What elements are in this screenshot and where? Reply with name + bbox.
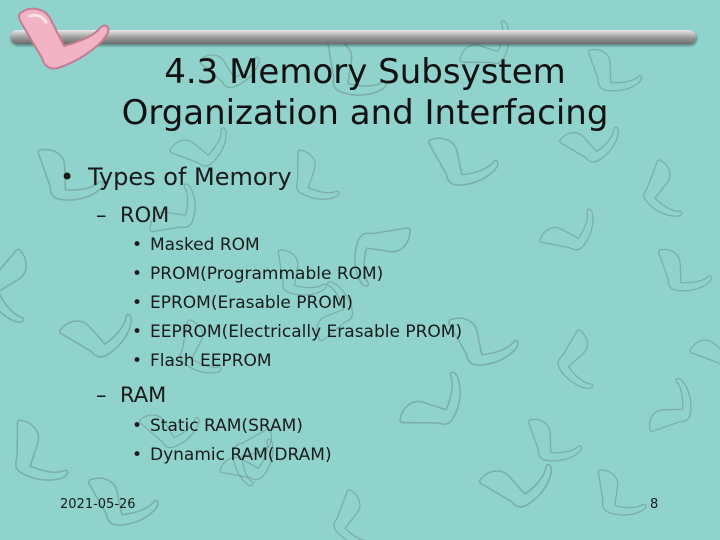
list-item-text: EEPROM(Electrically Erasable PROM) — [150, 322, 463, 342]
dash-marker: – — [96, 203, 107, 227]
boomerang-pattern-shape — [643, 159, 683, 217]
boomerang-pattern-shape — [138, 414, 200, 449]
boomerang-pattern-shape — [37, 148, 104, 201]
list-item-text: EPROM(Erasable PROM) — [150, 293, 354, 313]
boomerang-pattern-shape — [399, 371, 461, 425]
bullet-marker: • — [60, 163, 75, 191]
sub-bullet-text: ROM — [120, 203, 170, 227]
boomerang-pattern-shape — [333, 489, 373, 540]
bullet-marker: • — [132, 351, 143, 371]
boomerang-pattern-shape — [232, 428, 273, 487]
boomerang-pattern-shape — [539, 208, 594, 251]
bullet-marker: • — [132, 235, 143, 255]
boomerang-logo-icon — [18, 7, 110, 70]
bullet-marker: • — [132, 445, 143, 465]
boomerang-pattern-shape — [658, 248, 713, 292]
boomerang-pattern-shape — [87, 477, 159, 526]
dash-marker: – — [96, 383, 107, 407]
boomerang-pattern-shape — [459, 20, 510, 65]
slide-title: 4.3 Memory Subsystem Organization and In… — [60, 52, 670, 134]
boomerang-pattern-shape — [478, 463, 553, 508]
boomerang-pattern-shape — [149, 183, 196, 233]
boomerang-pattern-shape — [219, 438, 274, 481]
boomerang-pattern-shape — [427, 137, 499, 186]
boomerang-pattern-shape — [648, 377, 692, 432]
boomerang-pattern-shape — [327, 39, 387, 96]
boomerang-pattern-shape — [169, 127, 227, 167]
boomerang-pattern-shape — [597, 469, 647, 516]
slide-title-line-1: 4.3 Memory Subsystem — [164, 52, 566, 92]
boomerang-pattern-shape — [316, 281, 354, 342]
slide-title-line-2: Organization and Interfacing — [121, 93, 609, 133]
bullet-text: Types of Memory — [88, 163, 292, 191]
bullet-marker: • — [132, 293, 143, 313]
boomerang-pattern-shape — [557, 329, 594, 390]
list-item-text: Static RAM(SRAM) — [150, 416, 303, 436]
boomerang-pattern-shape — [528, 418, 583, 462]
list-item-text: Dynamic RAM(DRAM) — [150, 445, 332, 465]
bullet-marker: • — [132, 322, 143, 342]
boomerang-pattern-shape — [447, 317, 519, 366]
boomerang-pattern-shape — [295, 149, 340, 200]
list-item-text: PROM(Programmable ROM) — [150, 264, 384, 284]
bullet-marker: • — [132, 416, 143, 436]
page-number: 8 — [650, 497, 659, 512]
sub-bullet-text: RAM — [120, 383, 167, 407]
boomerang-pattern-shape — [58, 313, 133, 358]
bullet-marker: • — [132, 264, 143, 284]
boomerang-pattern-shape — [277, 249, 327, 296]
boomerang-pattern-shape — [179, 319, 222, 374]
boomerang-pattern-shape — [354, 227, 411, 287]
list-item-text: Masked ROM — [150, 235, 260, 255]
title-bar — [10, 30, 696, 44]
boomerang-pattern-shape — [689, 327, 720, 367]
list-item-text: Flash EEPROM — [150, 351, 272, 371]
boomerang-pattern-shape — [198, 54, 260, 89]
boomerang-pattern-shape — [588, 48, 643, 92]
footer-date: 2021-05-26 — [60, 497, 136, 512]
boomerang-pattern-shape — [559, 126, 620, 163]
boomerang-pattern-shape — [15, 419, 69, 481]
boomerang-pattern-shape — [0, 248, 27, 323]
